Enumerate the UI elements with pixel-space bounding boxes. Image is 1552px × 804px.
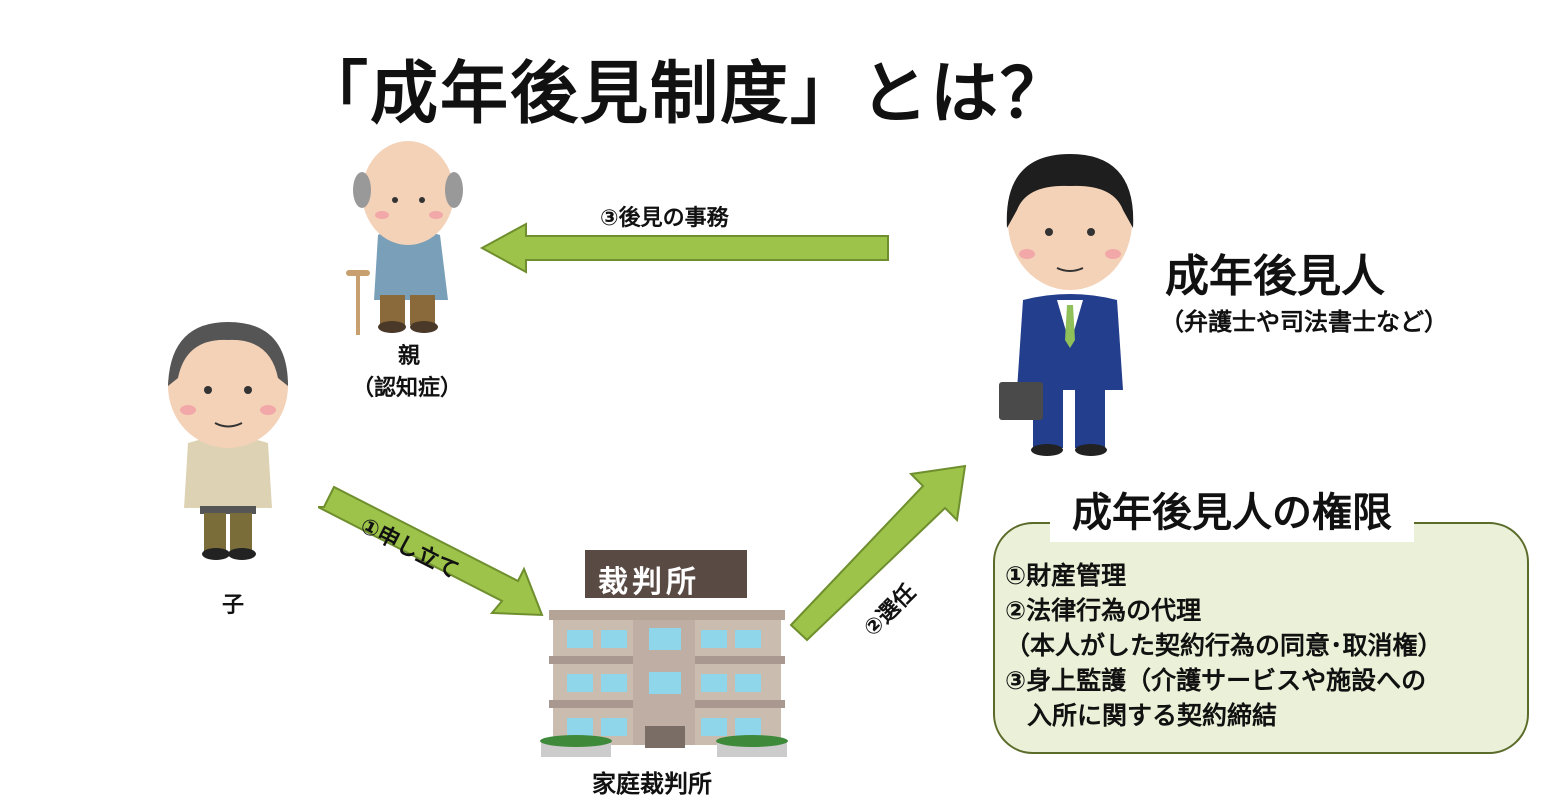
powers-item: （本人がした契約行為の同意･取消権） — [1005, 631, 1443, 660]
child-illustration — [168, 322, 288, 560]
powers-item: ③身上監護（介護サービスや施設への — [1005, 666, 1427, 695]
page-title: 「成年後見制度」とは？ — [300, 55, 1071, 134]
petition-arrow — [318, 485, 544, 617]
powers-title: 成年後見人の権限 — [1050, 476, 1414, 542]
powers-item: ②法律行為の代理 — [1005, 596, 1202, 625]
guardian-title: 成年後見人 — [1165, 251, 1385, 302]
powers-item: 入所に関する契約締結 — [1027, 701, 1278, 730]
duties-arrow — [479, 222, 889, 274]
appointment-arrow — [789, 464, 967, 642]
powers-item: ①財産管理 — [1005, 561, 1127, 590]
powers-list: ①財産管理 ②法律行為の代理 （本人がした契約行為の同意･取消権） ③身上監護（… — [1005, 558, 1443, 733]
guardian-subtitle: （弁護士や司法書士など） — [1160, 308, 1448, 336]
elderly-parent-illustration — [346, 141, 463, 335]
court-sign: 裁判所 — [598, 565, 700, 600]
duties-label: ③後見の事務 — [600, 206, 729, 231]
powers-box — [993, 522, 1529, 754]
guardian-illustration — [999, 154, 1134, 456]
court-building-illustration — [540, 550, 788, 757]
child-name: 子 — [222, 593, 245, 618]
court-name: 家庭裁判所 — [592, 770, 712, 798]
parent-condition: （認知症） — [352, 376, 463, 401]
parent-name: 親 — [398, 344, 421, 369]
